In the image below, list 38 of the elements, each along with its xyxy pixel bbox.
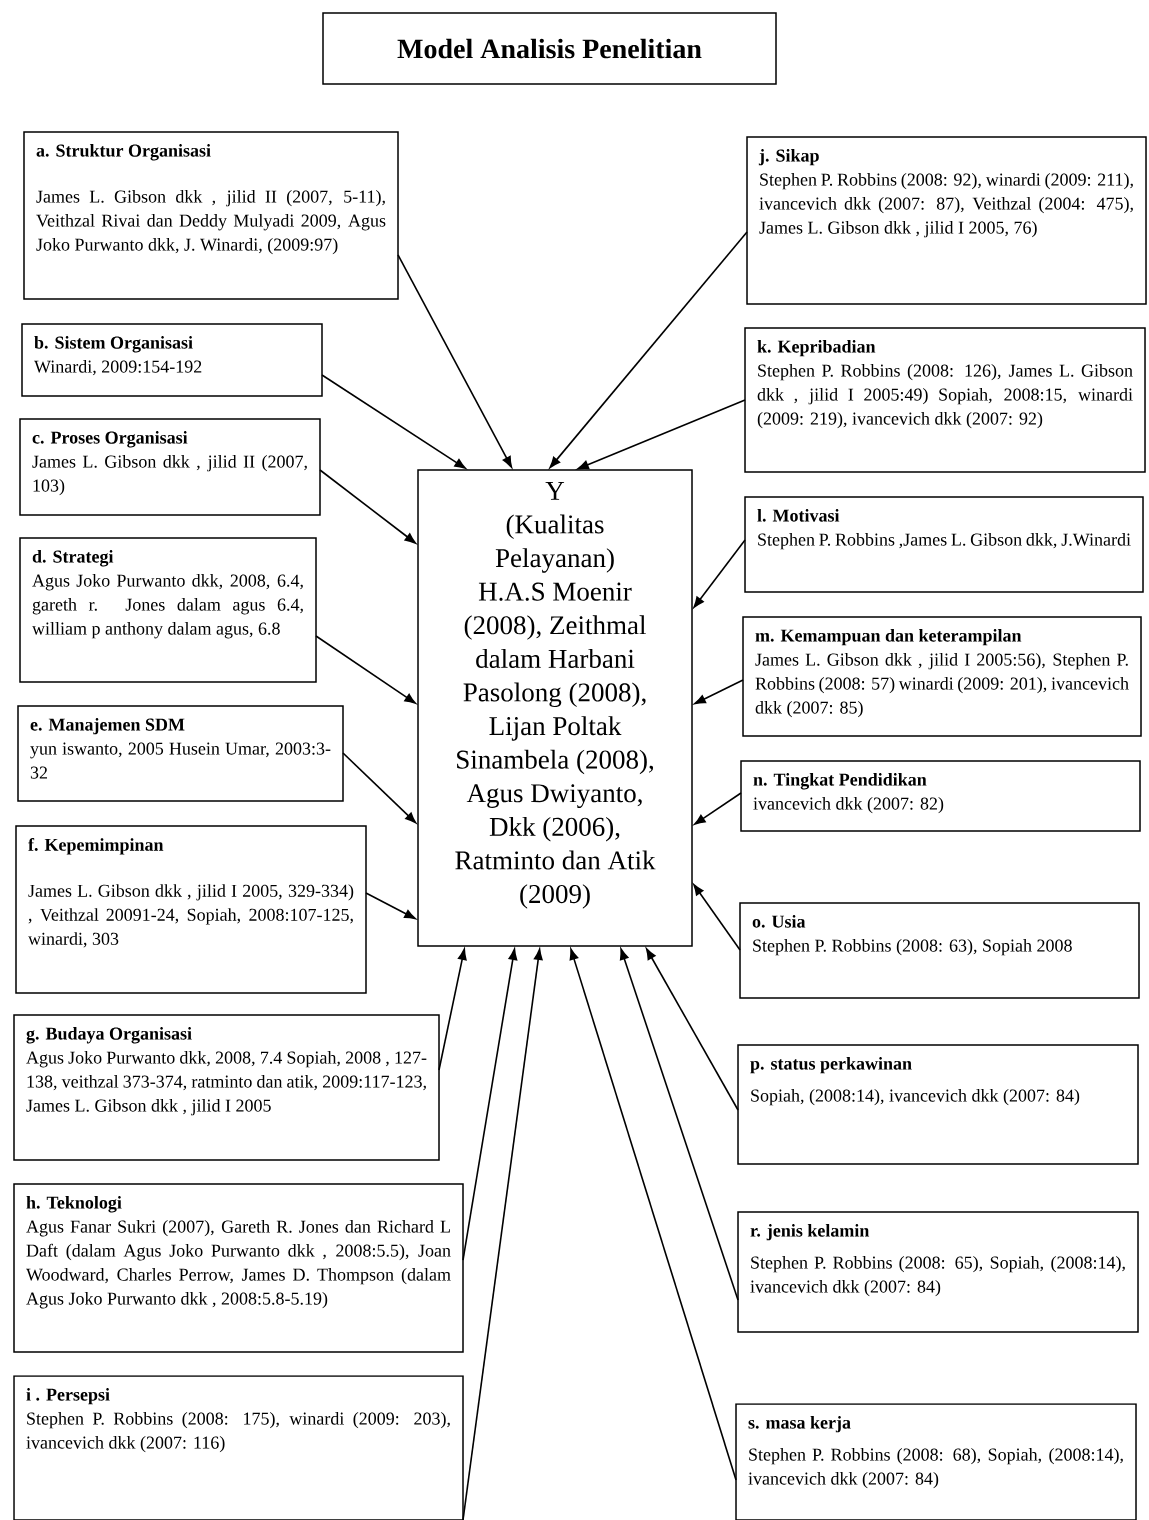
reference-box: f. Kepemimpinan James L. Gibson dkk , jilid I 2005, 329-334) , Veithzal 20091-24, Sopiah, 2008:107-125, winardi, 303 <box>15 825 367 994</box>
arrow <box>462 948 543 1520</box>
arrow <box>694 679 744 705</box>
reference-box: s. masa kerja Stephen P. Robbins (2008: 68), Sopiah, (2008:14), ivancevich dkk (2007: 84) <box>735 1403 1137 1520</box>
reference-box: b. Sistem Organisasi Winardi, 2009:154-192 <box>21 323 323 397</box>
arrow <box>438 948 467 1071</box>
variable-box: Y (Kualitas Pelayanan) H.A.S Moenir (2008), Zeithmal dalam Harbani Pasolong (2008), Lijan Poltak Sinambela (2008), Agus Dwiyanto, Dkk (2006), Ratminto dan Atik (2009) <box>417 469 693 947</box>
reference-box: c. Proses Organisasi James L. Gibson dkk , jilid II (2007, 103) <box>19 418 321 516</box>
reference-box: a. Struktur Organisasi James L. Gibson dkk , jilid II (2007, 5-11), Veithzal Rivai dan Deddy Mulyadi 2009, Agus Joko Purwanto dkk, J. Winardi, (2009:97) <box>23 131 399 300</box>
title-box: Model Analisis Penelitian <box>322 12 777 85</box>
arrow <box>397 254 513 468</box>
reference-box: h. Teknologi Agus Fanar Sukri (2007), Gareth R. Jones dan Richard L Daft (dalam Agus Joko Purwanto dkk , 2008:5.5), Joan Woodward, Charles Perrow, James D. Thompson (dalam Agus Joko Purwanto dkk , 2008:5.8-5.19) <box>13 1183 464 1353</box>
reference-box: r. jenis kelamin Stephen P. Robbins (2008: 65), Sopiah, (2008:14), ivancevich dkk (2007: 84) <box>737 1211 1139 1333</box>
reference-box: g. Budaya Organisasi Agus Joko Purwanto dkk, 2008, 7.4 Sopiah, 2008 , 127-138, veithzal 373-374, ratminto dan atik, 2009:117-123, James L. Gibson dkk , jilid I 2005 <box>13 1014 440 1161</box>
reference-box: j. Sikap Stephen P. Robbins (2008: 92), winardi (2009: 211), ivancevich dkk (2007: 87), Veithzal (2004: 475), James L. Gibson dkk , jilid I 2005, 76) <box>746 136 1147 305</box>
arrow <box>365 892 416 920</box>
arrow <box>619 948 739 1301</box>
arrow <box>693 539 746 609</box>
arrow <box>462 948 518 1261</box>
reference-box: i . Persepsi Stephen P. Robbins (2008: 175), winardi (2009: 203), ivancevich dkk (2007: 116) <box>13 1375 464 1520</box>
reference-box: k. Kepribadian Stephen P. Robbins (2008: 126), James L. Gibson dkk , jilid I 2005:49) Sopiah, 2008:15, winardi (2009: 219), ivancevich dkk (2007: 92) <box>744 327 1146 473</box>
reference-box: p. status perkawinan Sopiah, (2008:14), ivancevich dkk (2007: 84) <box>737 1044 1139 1165</box>
reference-box: d. Strategi Agus Joko Purwanto dkk, 2008, 6.4, gareth r. Jones dalam agus 6.4, william p anthony dalam agus, 6.8 <box>19 537 317 683</box>
arrow <box>645 948 739 1111</box>
reference-box: m. Kemampuan dan keterampilan James L. Gibson dkk , jilid I 2005:56), Stephen P. Robbins (2008: 57) winardi (2009: 201), ivancevich dkk (2007: 85) <box>742 616 1142 737</box>
arrow <box>321 374 466 469</box>
arrow <box>694 792 742 825</box>
arrow <box>315 635 416 704</box>
arrow <box>342 752 417 824</box>
reference-box: o. Usia Stephen P. Robbins (2008: 63), Sopiah 2008 <box>739 902 1140 999</box>
arrow <box>693 884 741 951</box>
arrow <box>549 231 748 469</box>
reference-box: e. Manajemen SDM yun iswanto, 2005 Husein Umar, 2003:3-32 <box>17 705 344 802</box>
arrow <box>569 948 737 1481</box>
arrow <box>577 399 746 470</box>
arrow <box>319 469 417 544</box>
reference-box: n. Tingkat Pendidikan ivancevich dkk (2007: 82) <box>740 760 1141 832</box>
reference-box: l. Motivasi Stephen P. Robbins ,James L. Gibson dkk, J.Winardi <box>744 496 1144 593</box>
